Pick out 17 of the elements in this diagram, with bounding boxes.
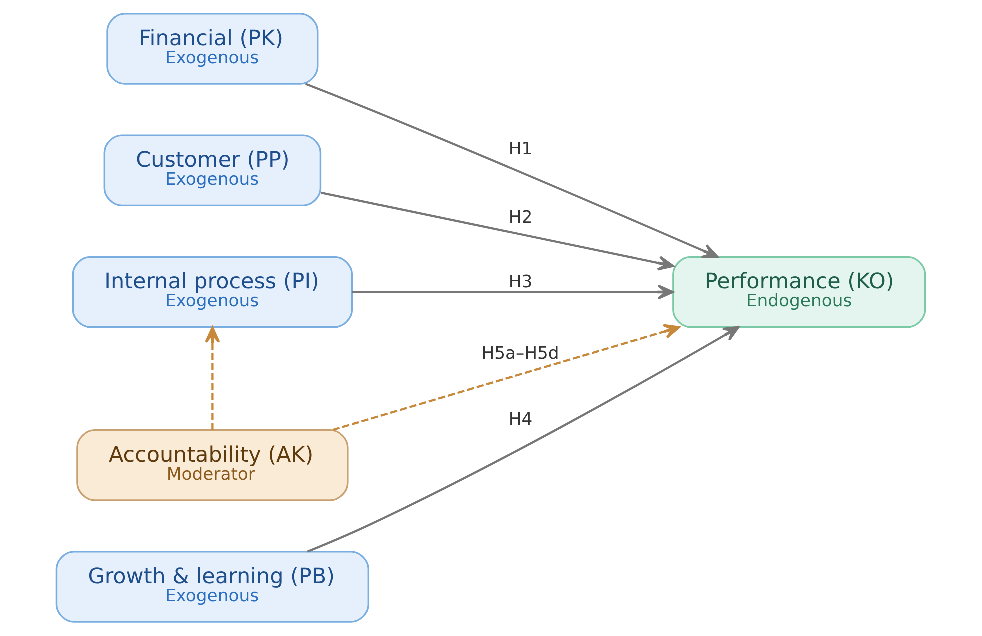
arrow	[205, 326, 220, 430]
edge-label: H5a–H5d	[482, 344, 560, 364]
node-box: Growth & learning (PB) Exogenous	[56, 551, 370, 623]
edge-label: H2	[508, 208, 533, 228]
node-box: Customer (PP) Exogenous	[104, 134, 322, 207]
node-box: Performance (KO) Endogenous	[672, 256, 926, 328]
arrow	[332, 324, 680, 432]
node-box: Accountability (AK) Moderator	[76, 429, 349, 502]
node-box: Financial (PK) Exogenous	[106, 13, 319, 85]
edge-label: H4	[508, 410, 533, 430]
node-box: Internal process (PI) Exogenous	[72, 256, 354, 328]
arrow	[352, 284, 674, 300]
edge-label: H1	[508, 139, 533, 160]
arrow	[307, 326, 740, 553]
arrow	[320, 192, 674, 271]
edge-label: H3	[508, 272, 533, 292]
arrow	[305, 83, 719, 258]
